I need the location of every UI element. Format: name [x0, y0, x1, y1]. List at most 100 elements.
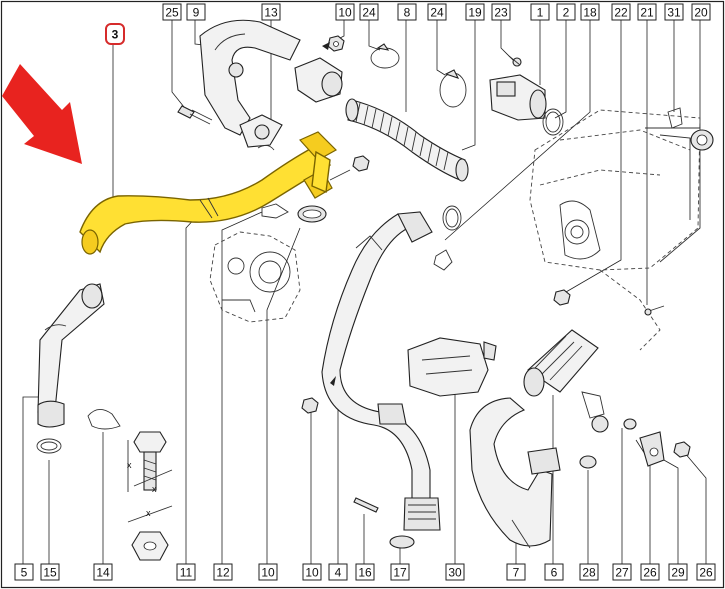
top-label-text: 2: [563, 6, 570, 20]
top-label-10: 10: [335, 3, 355, 21]
bottom-label-14: 14: [93, 563, 113, 581]
top-label-text: 24: [362, 6, 376, 20]
flange-part-13: [239, 114, 283, 151]
top-label-2: 2: [556, 3, 576, 21]
top-label-text: 25: [165, 6, 179, 20]
bottom-label-10: 10: [302, 563, 322, 581]
bottom-label-26: 26: [696, 563, 716, 581]
bottom-label-27: 27: [612, 563, 632, 581]
top-label-text: 13: [264, 6, 278, 20]
gasket-part-11: [261, 203, 289, 219]
bottom-label-text: 14: [96, 566, 110, 580]
bottom-label-17: 17: [390, 563, 410, 581]
duct-part-7: [469, 397, 561, 549]
bottom-label-text: 10: [305, 566, 319, 580]
nut-part-10-mid: [329, 155, 370, 181]
bottom-label-7: 7: [506, 563, 526, 581]
bottom-label-text: 5: [21, 566, 28, 580]
bottom-label-text: 17: [393, 566, 407, 580]
top-label-20: 20: [691, 3, 711, 21]
bottom-label-29: 29: [668, 563, 688, 581]
top-label-text: 31: [667, 6, 681, 20]
bottom-label-30: 30: [445, 563, 465, 581]
top-label-1: 1: [530, 3, 550, 21]
clip-part-16: [353, 497, 379, 513]
screw-part-23: [508, 55, 522, 67]
top-label-18: 18: [580, 3, 600, 21]
top-label-text: 19: [468, 6, 482, 20]
grommet-part-20: [690, 129, 714, 151]
bottom-leader-lines: [22, 45, 707, 566]
bottom-label-text: 28: [582, 566, 596, 580]
corrugated-hose-part-8: [345, 98, 469, 182]
top-label-text: 1: [537, 6, 544, 20]
svg-text:x: x: [146, 508, 151, 518]
air-flow-meter-part-1: [489, 74, 547, 121]
turbocharger-sketch: [209, 231, 301, 323]
hose-clamp-part-24-left: [370, 43, 400, 69]
nut-part-26: [673, 441, 691, 458]
bottom-label-text: 27: [615, 566, 629, 580]
top-label-8: 8: [397, 3, 417, 21]
bottom-label-15: 15: [40, 563, 60, 581]
bottom-label-text: 7: [513, 566, 520, 580]
bottom-label-text: 29: [671, 566, 685, 580]
top-label-22: 22: [611, 3, 631, 21]
svg-text:x: x: [152, 484, 157, 494]
top-label-text: 9: [193, 6, 200, 20]
top-label-24: 24: [427, 3, 447, 21]
bottom-label-5: 5: [14, 563, 34, 581]
bottom-label-text: 4: [335, 566, 342, 580]
engine-block-outline: [529, 109, 701, 351]
bracket-part-29: [639, 431, 665, 467]
washer-part-27: [591, 415, 637, 433]
gasket-part-12: [297, 205, 327, 223]
nut-part-22: [553, 289, 571, 306]
o-ring-part-15: [36, 438, 62, 454]
top-label-row: 25 9 13 10 24 8 24 19 23 1 2 18 22 21 31 20: [162, 3, 711, 21]
top-label-25: 25: [162, 3, 182, 21]
bottom-label-28: 28: [579, 563, 599, 581]
top-label-13: 13: [261, 3, 281, 21]
top-label-24: 24: [359, 3, 379, 21]
top-label-text: 22: [614, 6, 628, 20]
callout-part-3-label: 3: [112, 28, 119, 42]
o-ring-part-2: [542, 108, 564, 136]
top-label-text: 20: [694, 6, 708, 20]
nut-part-10-top: [327, 35, 345, 52]
bottom-label-12: 12: [213, 563, 233, 581]
red-pointer-arrow: [2, 64, 82, 164]
bottom-label-16: 16: [355, 563, 375, 581]
top-label-text: 24: [430, 6, 444, 20]
top-label-text: 18: [583, 6, 597, 20]
hose-connector: [294, 57, 343, 103]
hose-clamp-part-24-right: [439, 69, 467, 108]
top-label-23: 23: [491, 3, 511, 21]
callout-part-3: 3: [105, 23, 125, 45]
svg-text:x: x: [127, 460, 132, 470]
clip-part-31: [667, 107, 683, 129]
nut-part-10-lower: [301, 397, 319, 414]
bottom-label-text: 6: [551, 566, 558, 580]
bolt-part-25: [177, 105, 213, 125]
top-label-text: 10: [338, 6, 352, 20]
intake-manifold-part-9: [199, 19, 301, 136]
sensor-housing-part-30: [407, 337, 497, 397]
bolt-part-21: [644, 305, 665, 316]
bracket-part-28: [579, 391, 605, 469]
bottom-label-26: 26: [640, 563, 660, 581]
bottom-label-4: 4: [328, 563, 348, 581]
intercooler-pipe-part-4: [321, 211, 441, 531]
top-label-21: 21: [637, 3, 657, 21]
bottom-label-text: 11: [180, 566, 193, 580]
top-label-19: 19: [465, 3, 485, 21]
clip-part-14: [87, 409, 121, 430]
nut-torque-detail: x: [127, 505, 173, 561]
highlighted-hose-part-3: [79, 131, 337, 255]
top-label-text: 21: [640, 6, 654, 20]
bottom-label-text: 26: [699, 566, 713, 580]
